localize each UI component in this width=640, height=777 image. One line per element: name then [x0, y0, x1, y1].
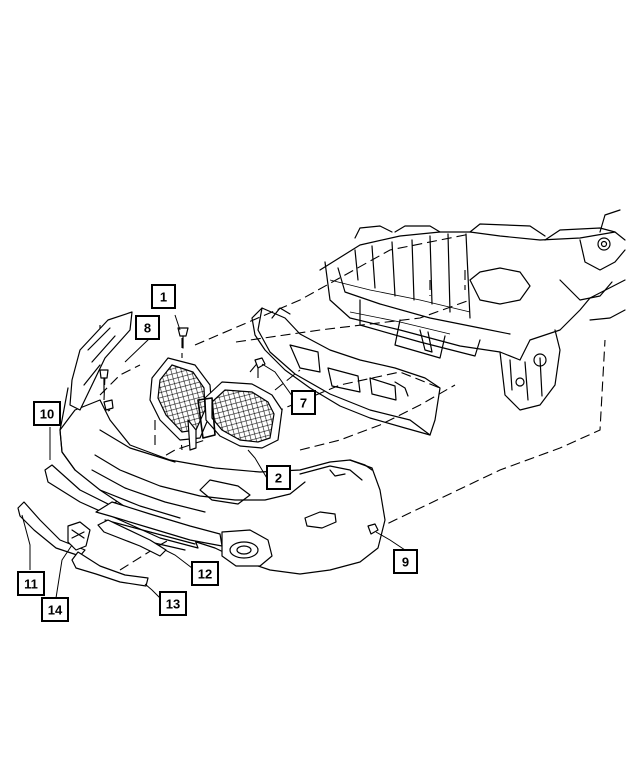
callout-12: 12: [191, 561, 219, 586]
callout-1-label: 1: [160, 290, 167, 305]
callout-9-label: 9: [402, 555, 409, 570]
callout-7: 7: [291, 390, 316, 415]
fasteners: [99, 327, 379, 535]
screw-left: [99, 369, 109, 393]
callout-13-label: 13: [166, 597, 180, 612]
callout-8: 8: [135, 315, 160, 340]
callout-7-label: 7: [300, 396, 307, 411]
callout-11: 11: [17, 571, 45, 596]
callout-2-label: 2: [275, 471, 282, 486]
callout-11-label: 11: [24, 577, 38, 592]
nut-upper: [254, 357, 266, 369]
callout-2: 2: [266, 465, 291, 490]
lower-grille: [95, 501, 223, 557]
trim-strip-left: [17, 501, 86, 557]
callout-8-label: 8: [144, 321, 151, 336]
callout-14: 14: [41, 597, 69, 622]
callout-leaders: [21, 314, 406, 601]
screw-1: [177, 327, 189, 349]
callout-9: 9: [393, 549, 418, 574]
bumper-absorber: [251, 307, 441, 436]
callout-12-label: 12: [198, 567, 212, 582]
callout-10: 10: [33, 401, 61, 426]
upper-grille: [149, 357, 283, 451]
callout-1: 1: [151, 284, 176, 309]
radiator-support: [319, 209, 626, 411]
callout-14-label: 14: [48, 603, 63, 618]
trim-strip-lower: [71, 551, 149, 587]
grille-bar-upper: [44, 464, 199, 549]
fascia-left-support: [59, 311, 133, 431]
clip-left-lower: [103, 399, 114, 411]
callout-13: 13: [159, 591, 187, 616]
callout-10-label: 10: [40, 407, 54, 422]
nut-9: [367, 523, 379, 535]
emblem: [67, 521, 91, 551]
